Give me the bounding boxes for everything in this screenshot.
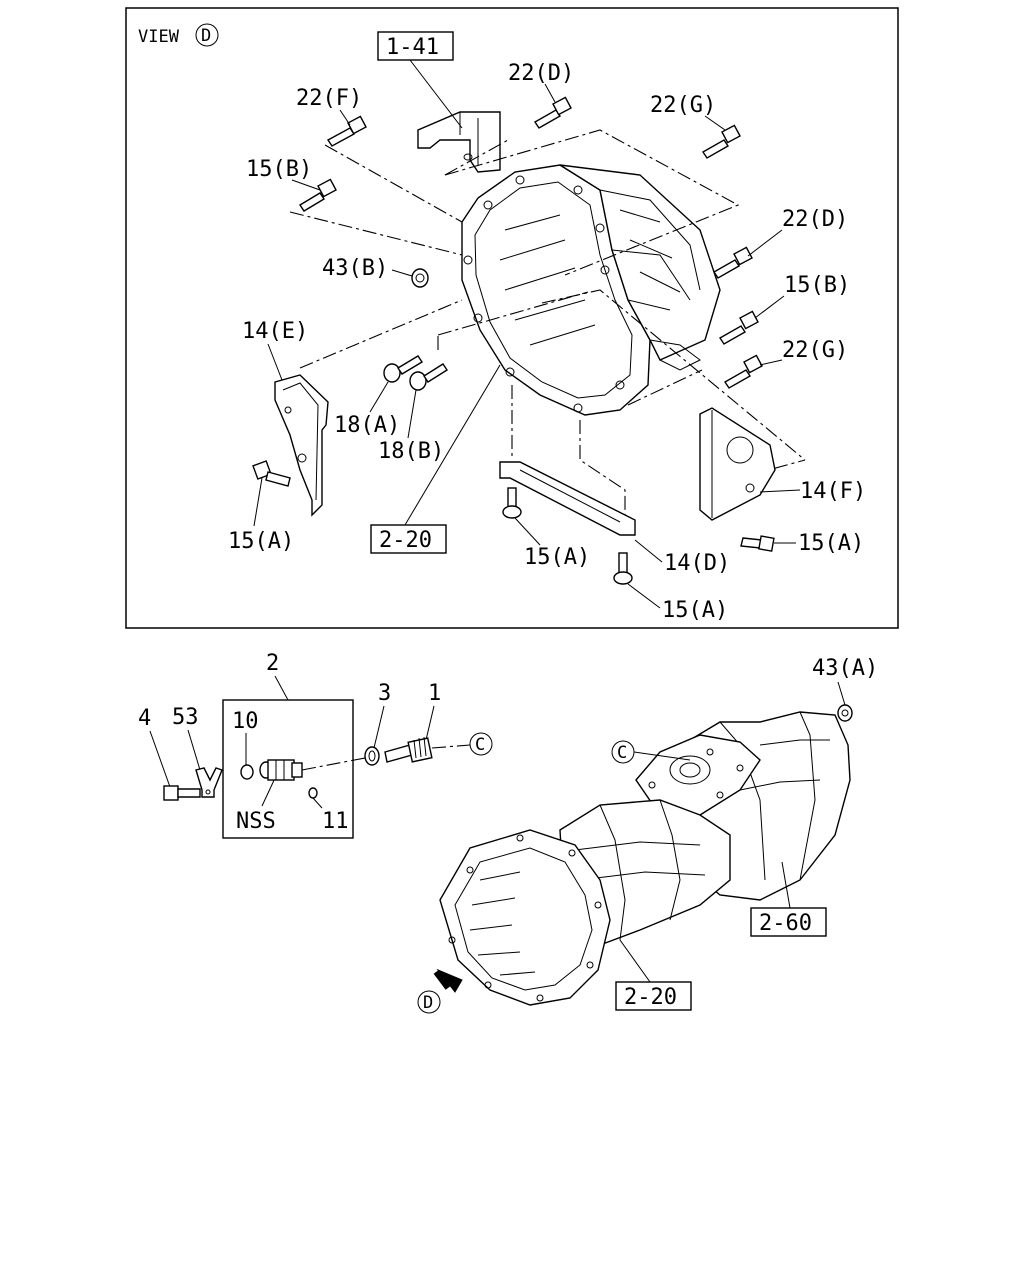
label-15a-center: 15(A) [524,545,590,570]
nut-43a [837,704,853,722]
label-15a-right: 15(A) [798,531,864,556]
bolt-15a-right [740,535,775,552]
ring-3 [364,746,380,766]
label-3: 3 [378,681,391,706]
callout-c-trans-letter: C [617,743,627,763]
label-22g-right: 22(G) [782,338,848,363]
gear-1 [384,736,433,763]
sensor-nss [259,759,303,781]
bracket-14f [699,407,776,521]
label-14d: 14(D) [664,551,730,576]
label-43a: 43(A) [812,656,878,681]
label-22g-top: 22(G) [650,93,716,118]
bolt-15a-bottom [613,552,633,585]
ref-box-2-20-bottom [615,981,692,1011]
label-22f: 22(F) [296,86,362,111]
bracket-14e [274,374,329,517]
bracket-14d [499,461,636,536]
label-14e: 14(E) [242,319,308,344]
bracket-1-41 [417,111,501,173]
bolt-22g-right [724,354,763,389]
bellhousing-view-d [461,164,721,416]
bolt-4 [163,785,201,801]
ref-2-60-label: 2-60 [759,911,812,936]
label-22d-right: 22(D) [782,207,848,232]
ref-1-41-label: 1-41 [386,35,439,60]
view-title-circle-letter: D [201,26,211,46]
view-d-arrow [433,968,463,993]
nut-43b [411,268,429,288]
label-4: 4 [138,706,151,731]
label-15a-left: 15(A) [228,529,294,554]
bolt-15b-right [719,310,759,345]
ref-box-1-41 [377,31,454,61]
bolt-15a-center [502,487,522,519]
label-43b: 43(B) [322,256,388,281]
label-nss: NSS [236,809,276,834]
pin-11 [308,787,318,799]
clip-53 [195,767,223,798]
view-arrow-circle [417,990,441,1014]
transmission-assembly [439,711,851,1006]
bolt-18a [383,355,423,383]
ref-2-20-top-label: 2-20 [379,528,432,553]
callout-c-right-letter: C [475,735,485,755]
view-title-circle [195,23,219,47]
label-14f: 14(F) [800,479,866,504]
bolt-22d-top [534,96,572,129]
view-arrow-circle-letter: D [423,993,433,1013]
bolt-15a-left [252,460,291,487]
bolt-18b [409,363,448,391]
label-15a-bottom: 15(A) [662,598,728,623]
label-15b-right: 15(B) [784,273,850,298]
label-18a: 18(A) [334,413,400,438]
label-11: 11 [322,809,349,834]
label-15b-left: 15(B) [246,157,312,182]
label-2: 2 [266,651,279,676]
view-d-frame [125,7,899,629]
ref-2-20-bottom-label: 2-20 [624,985,677,1010]
bolt-22g-top [702,124,741,159]
bolt-22d-right [713,246,753,279]
bolt-22f [326,115,367,147]
callout-c-right [469,732,493,756]
label-1: 1 [428,681,441,706]
label-22d-top: 22(D) [508,61,574,86]
ref-box-2-60 [750,907,827,937]
ref-box-2-20-top [370,524,447,554]
label-53: 53 [172,705,199,730]
o-ring-10 [240,764,254,780]
bolt-15b-left [299,178,337,212]
label-18b: 18(B) [378,439,444,464]
label-10: 10 [232,709,259,734]
view-title: VIEW [138,27,180,47]
